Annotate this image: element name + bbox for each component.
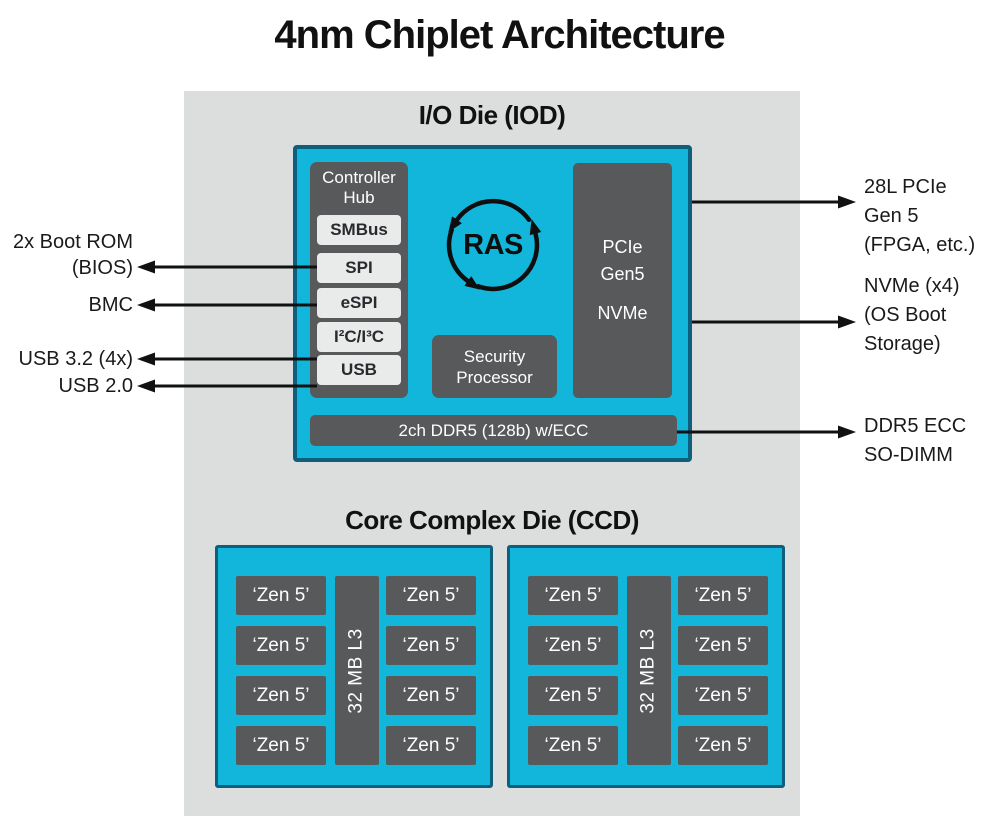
ccd-heading: Core Complex Die (CCD)	[345, 505, 639, 535]
callout-line: (OS Boot	[864, 304, 947, 326]
callout-boot-rom-bios: 2x Boot ROM (BIOS)	[10, 229, 133, 281]
zen5-core-box: ‘Zen 5’	[386, 676, 476, 715]
zen5-core-box: ‘Zen 5’	[386, 576, 476, 615]
zen5-core-box: ‘Zen 5’	[528, 726, 618, 765]
zen5-core-box: ‘Zen 5’	[678, 576, 768, 615]
zen5-core-box: ‘Zen 5’	[236, 626, 326, 665]
callout-usb-2-0: USB 2.0	[10, 373, 133, 399]
callout-line: (BIOS)	[71, 257, 133, 279]
callout-line: (FPGA, etc.)	[864, 234, 976, 256]
l3-cache-label: 32 MB L3	[346, 627, 368, 714]
l3-cache-label: 32 MB L3	[638, 627, 660, 714]
callout-line: Storage)	[864, 333, 941, 355]
pcie-line: Gen5	[600, 264, 645, 284]
callout-bmc: BMC	[10, 292, 133, 318]
l3-cache-bar: 32 MB L3	[627, 576, 671, 765]
zen5-core-box: ‘Zen 5’	[236, 576, 326, 615]
callout-line: USB 3.2 (4x)	[18, 348, 133, 370]
port-box-espi: eSPI	[317, 288, 401, 318]
port-box-usb: USB	[317, 355, 401, 385]
port-box-smbus: SMBus	[317, 215, 401, 245]
zen5-core-box: ‘Zen 5’	[528, 576, 618, 615]
pcie-line: NVMe	[597, 303, 648, 323]
zen5-core-box: ‘Zen 5’	[236, 676, 326, 715]
l3-cache-bar: 32 MB L3	[335, 576, 379, 765]
ras-label: RAS	[463, 228, 523, 261]
pcie-line: PCIe	[602, 237, 643, 257]
zen5-core-box: ‘Zen 5’	[528, 676, 618, 715]
ccd-die-box-right: ‘Zen 5’ ‘Zen 5’ ‘Zen 5’ ‘Zen 5’ 32 MB L3…	[507, 545, 785, 788]
zen5-core-box: ‘Zen 5’	[678, 626, 768, 665]
ccd-die-box-left: ‘Zen 5’ ‘Zen 5’ ‘Zen 5’ ‘Zen 5’ 32 MB L3…	[215, 545, 493, 788]
callout-line: USB 2.0	[58, 375, 133, 397]
security-processor-block: Security Processor	[432, 335, 557, 398]
pcie-gen5-nvme-block: PCIe Gen5 NVMe	[573, 163, 672, 398]
zen5-core-box: ‘Zen 5’	[236, 726, 326, 765]
callout-line: NVMe (x4)	[864, 275, 960, 297]
callout-line: SO-DIMM	[864, 444, 953, 466]
zen5-core-box: ‘Zen 5’	[386, 726, 476, 765]
zen5-core-box: ‘Zen 5’	[678, 676, 768, 715]
controller-hub-label: Controller Hub	[322, 168, 396, 207]
ddr5-memory-bar: 2ch DDR5 (128b) w/ECC	[310, 415, 677, 446]
zen5-core-box: ‘Zen 5’	[678, 726, 768, 765]
zen5-core-box: ‘Zen 5’	[386, 626, 476, 665]
callout-line: 2x Boot ROM	[12, 231, 133, 253]
page-title: 4nm Chiplet Architecture	[274, 13, 725, 57]
callout-ddr5-sodimm: DDR5 ECC SO-DIMM	[864, 412, 966, 470]
port-box-i2c-i3c: I²C/I³C	[317, 322, 401, 352]
ras-cycle-arrows-icon	[446, 198, 542, 292]
port-box-spi: SPI	[317, 253, 401, 283]
iod-heading: I/O Die (IOD)	[418, 100, 566, 130]
callout-line: 28L PCIe	[864, 176, 947, 198]
zen5-core-box: ‘Zen 5’	[528, 626, 618, 665]
callout-line: DDR5 ECC	[864, 415, 967, 437]
callout-nvme-os-boot: NVMe (x4) (OS Boot Storage)	[864, 272, 960, 359]
callout-line: Gen 5	[864, 205, 919, 227]
callout-line: BMC	[88, 294, 133, 316]
callout-pcie-gen5: 28L PCIe Gen 5 (FPGA, etc.)	[864, 173, 975, 260]
callout-usb-3-2: USB 3.2 (4x)	[10, 346, 133, 372]
